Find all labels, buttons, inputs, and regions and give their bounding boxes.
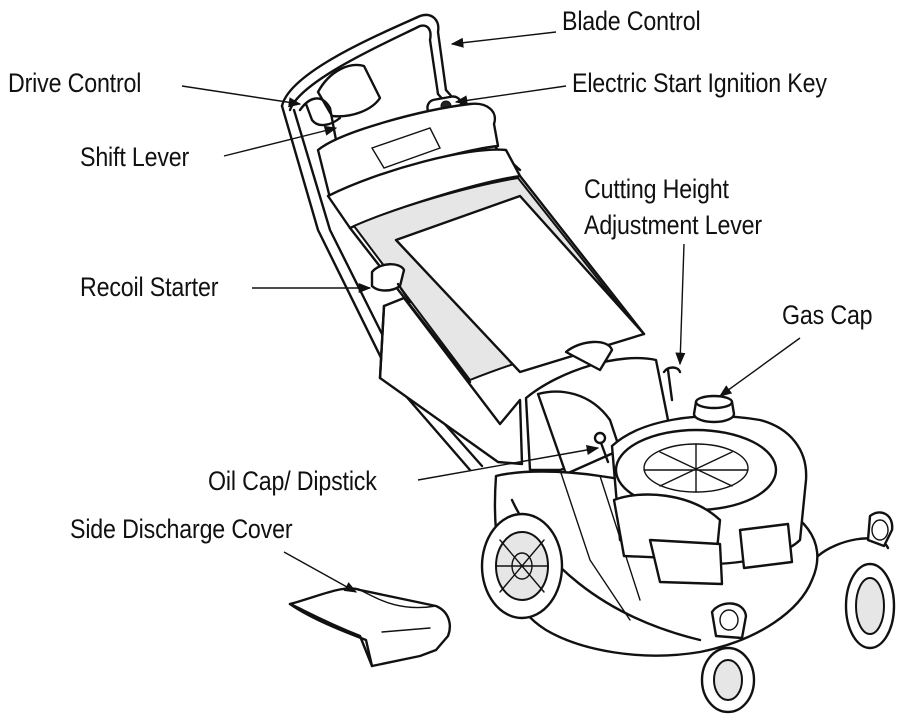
leader-side-discharge bbox=[283, 551, 358, 593]
label-cutting-height-line1: Cutting Height bbox=[584, 174, 729, 204]
label-cutting-height-line2: Adjustment Lever bbox=[584, 210, 762, 240]
rear-wheel bbox=[480, 512, 564, 620]
leader-drive-control bbox=[181, 85, 302, 108]
label-side-discharge-cover: Side Discharge Cover bbox=[70, 514, 293, 544]
leader-lines bbox=[181, 31, 801, 593]
leader-gas-cap bbox=[718, 337, 801, 397]
side-discharge-cover bbox=[288, 587, 451, 668]
handle-assembly bbox=[280, 13, 646, 472]
front-left-wheel bbox=[700, 602, 756, 714]
leader-oil-cap bbox=[417, 445, 600, 481]
label-recoil-starter: Recoil Starter bbox=[80, 272, 219, 302]
front-right-wheel bbox=[816, 511, 896, 650]
label-shift-lever: Shift Lever bbox=[80, 142, 190, 172]
leader-cutting-height bbox=[675, 243, 686, 366]
label-blade-control: Blade Control bbox=[562, 6, 701, 36]
leader-blade-control bbox=[450, 31, 557, 48]
label-electric-start-ignition-key: Electric Start Ignition Key bbox=[572, 68, 827, 98]
leader-ignition-key bbox=[454, 85, 567, 106]
label-oil-cap-dipstick: Oil Cap/ Dipstick bbox=[208, 466, 377, 496]
label-drive-control: Drive Control bbox=[8, 68, 142, 98]
engine bbox=[593, 366, 808, 586]
recoil-starter-handle bbox=[370, 263, 412, 304]
leader-shift-lever bbox=[223, 125, 338, 157]
label-gas-cap: Gas Cap bbox=[782, 300, 873, 330]
grass-bag bbox=[378, 296, 524, 466]
